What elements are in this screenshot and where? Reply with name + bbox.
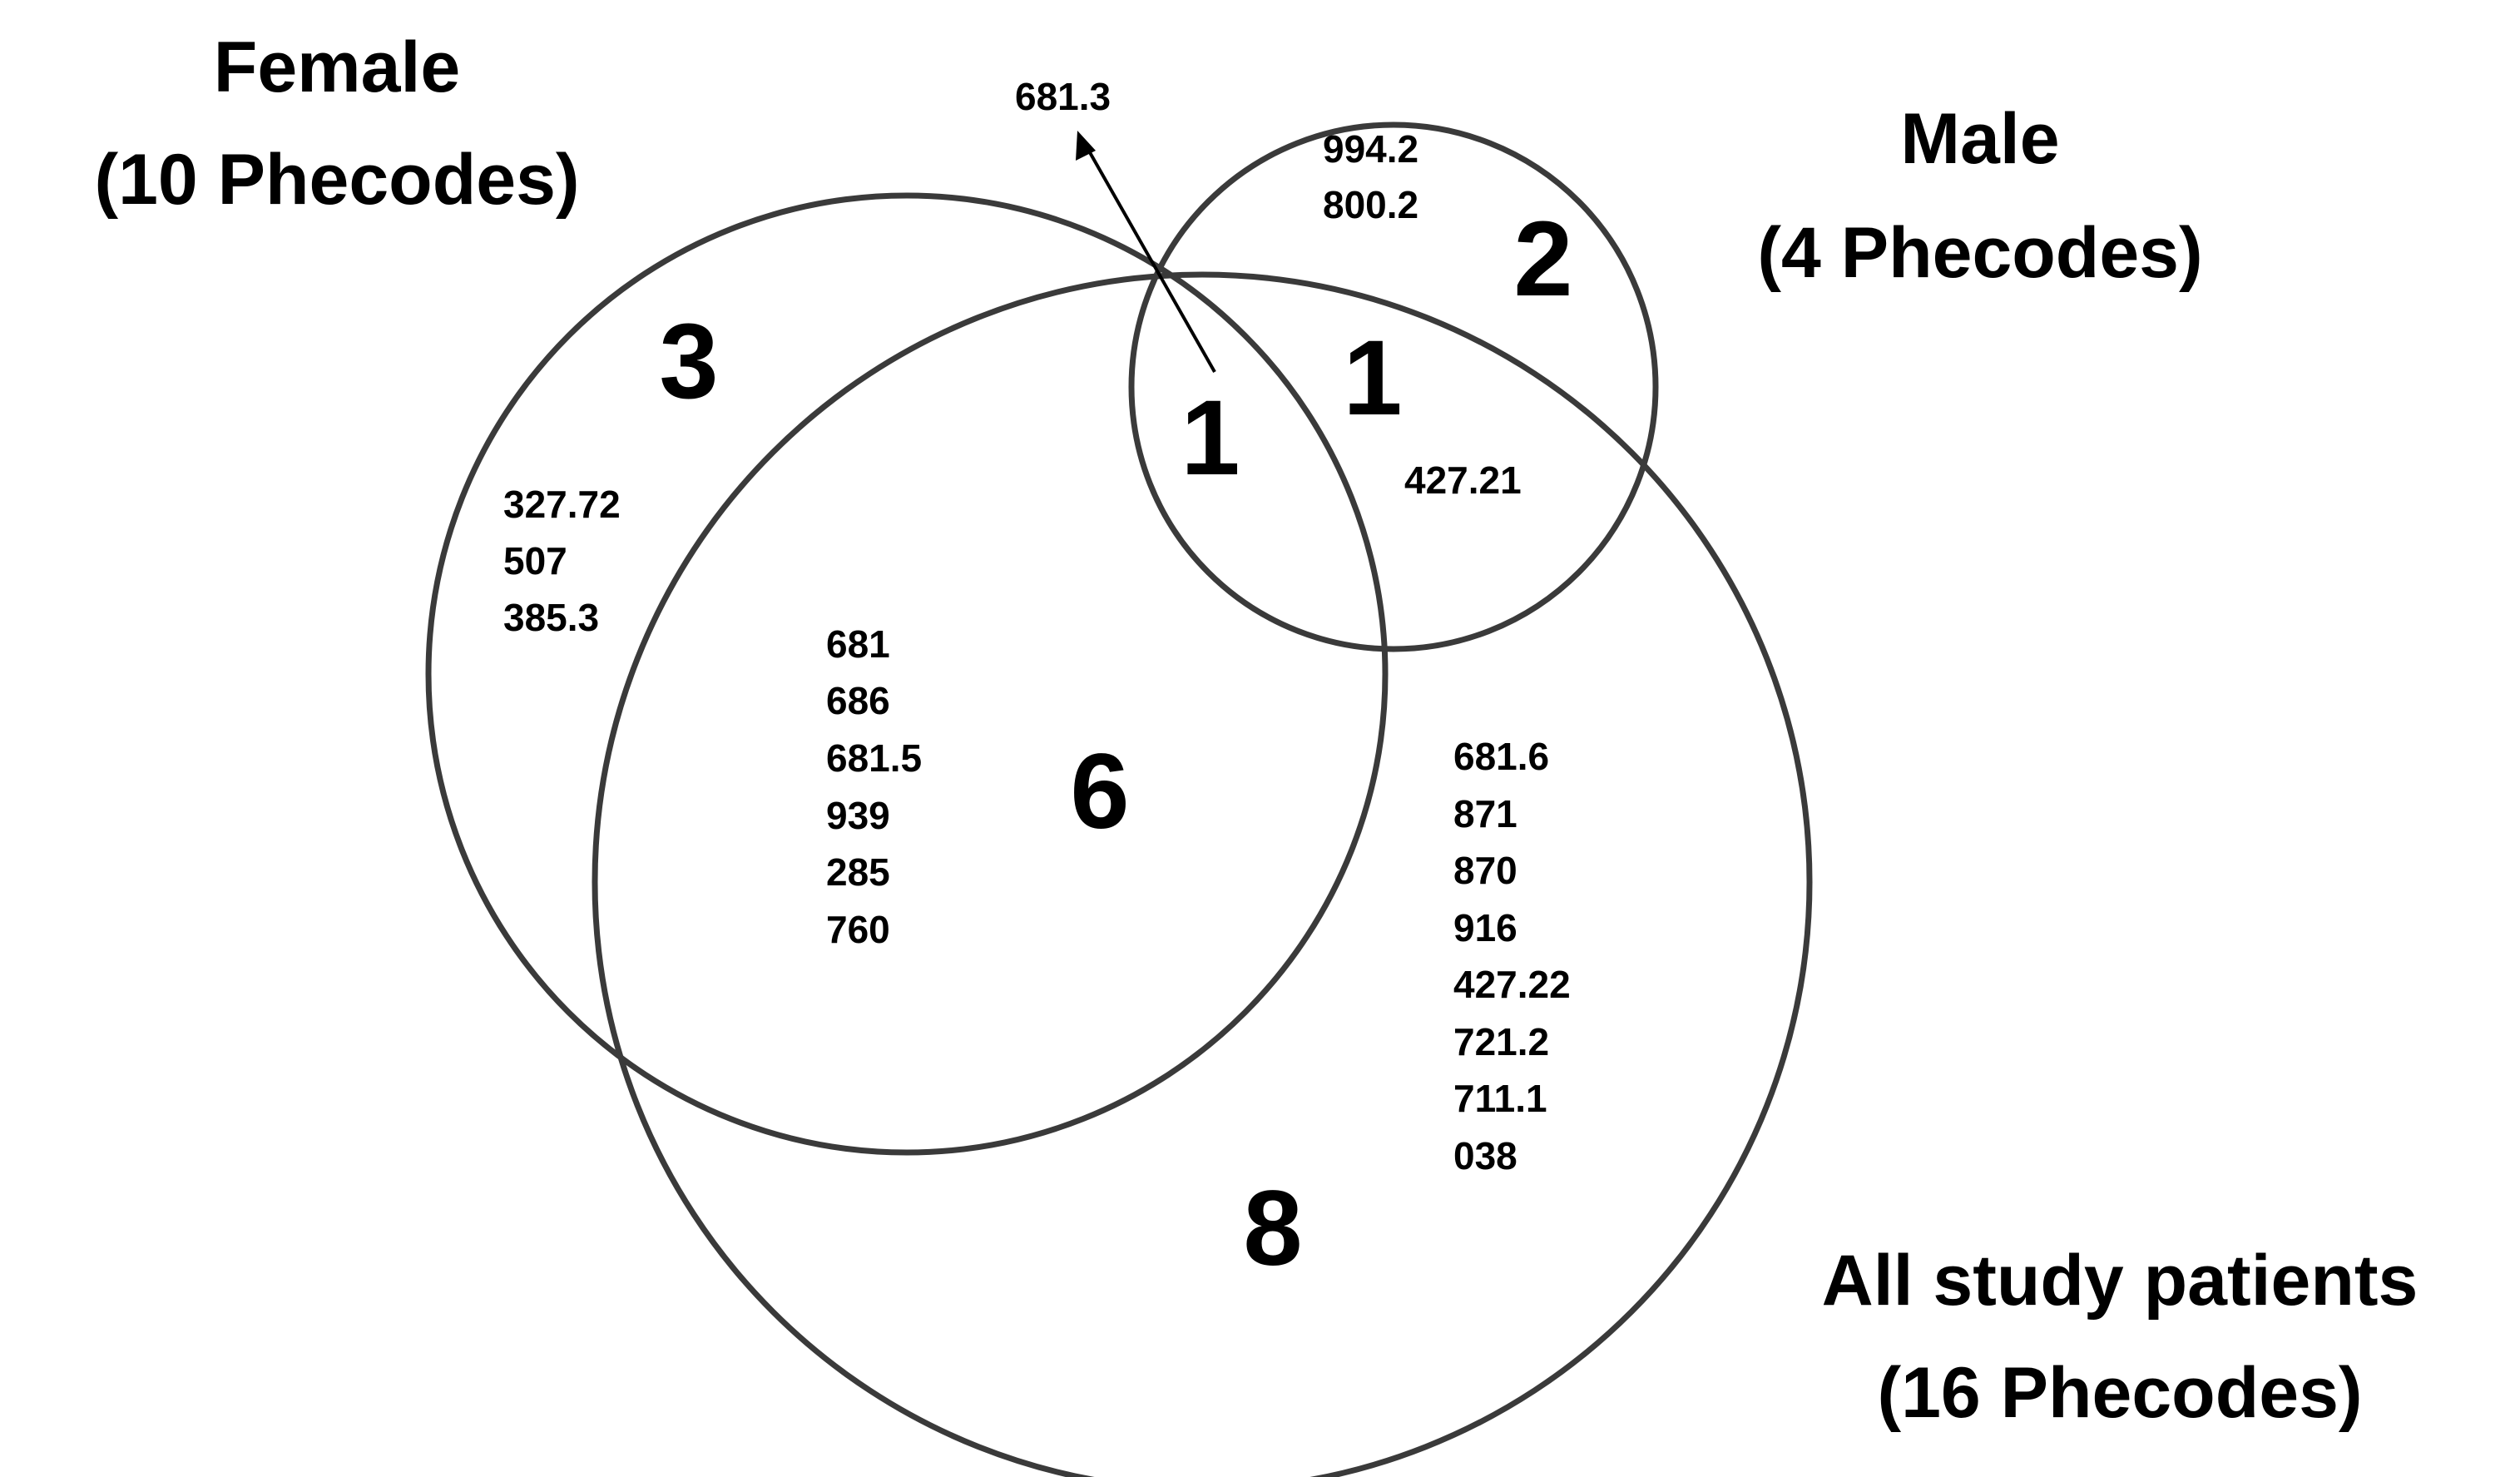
phecode: 681 [826,622,890,666]
pointer-arrowhead [1076,131,1096,161]
female-circle [425,192,1389,1156]
phecode: 681.3 [1015,75,1111,118]
male-title: Male [1900,99,2059,179]
female-all-codes: 681 686 681.5 939 285 760 [826,622,922,951]
phecode: 681.5 [826,736,922,780]
phecode: 916 [1453,906,1517,949]
phecode: 994.2 [1323,127,1418,171]
phecode: 686 [826,679,890,722]
phecode: 285 [826,850,890,894]
male-circle [1128,121,1659,652]
phecode: 385.3 [503,596,599,639]
female-only-codes: 327.72 507 385.3 [503,483,621,639]
male-all-codes: 427.21 [1404,458,1522,502]
male-only-count: 2 [1513,200,1572,319]
female-subtitle: (10 Phecodes) [94,140,579,220]
phecode: 870 [1453,849,1517,892]
phecode: 427.21 [1404,458,1522,502]
phecode: 939 [826,794,890,837]
all-only-codes: 681.6 871 870 916 427.22 721.2 711.1 038 [1453,735,1571,1177]
all-only-count: 8 [1243,1169,1302,1288]
male-subtitle: (4 Phecodes) [1757,213,2202,293]
phecode: 327.72 [503,483,621,526]
phecode: 507 [503,539,567,582]
male-all-count: 1 [1343,319,1402,438]
all-three-count: 1 [1181,379,1240,498]
phecode: 681.6 [1453,735,1549,778]
female-all-count: 6 [1070,732,1129,851]
all-patients-title: All study patients [1822,1241,2419,1321]
all-patients-subtitle: (16 Phecodes) [1877,1353,2362,1433]
phecode: 760 [826,908,890,951]
female-title: Female [214,27,460,107]
all-patients-circle [592,271,1813,1477]
phecode: 871 [1453,792,1517,835]
phecode: 038 [1453,1134,1517,1177]
phecode: 427.22 [1453,963,1571,1006]
pointer-arrow [1086,147,1216,373]
male-only-codes: 994.2 800.2 [1323,127,1418,226]
phecode: 800.2 [1323,183,1418,226]
all-three-codes: 681.3 [1015,75,1111,118]
phecode: 721.2 [1453,1020,1549,1063]
phecode: 711.1 [1453,1077,1547,1120]
female-only-count: 3 [659,302,718,421]
